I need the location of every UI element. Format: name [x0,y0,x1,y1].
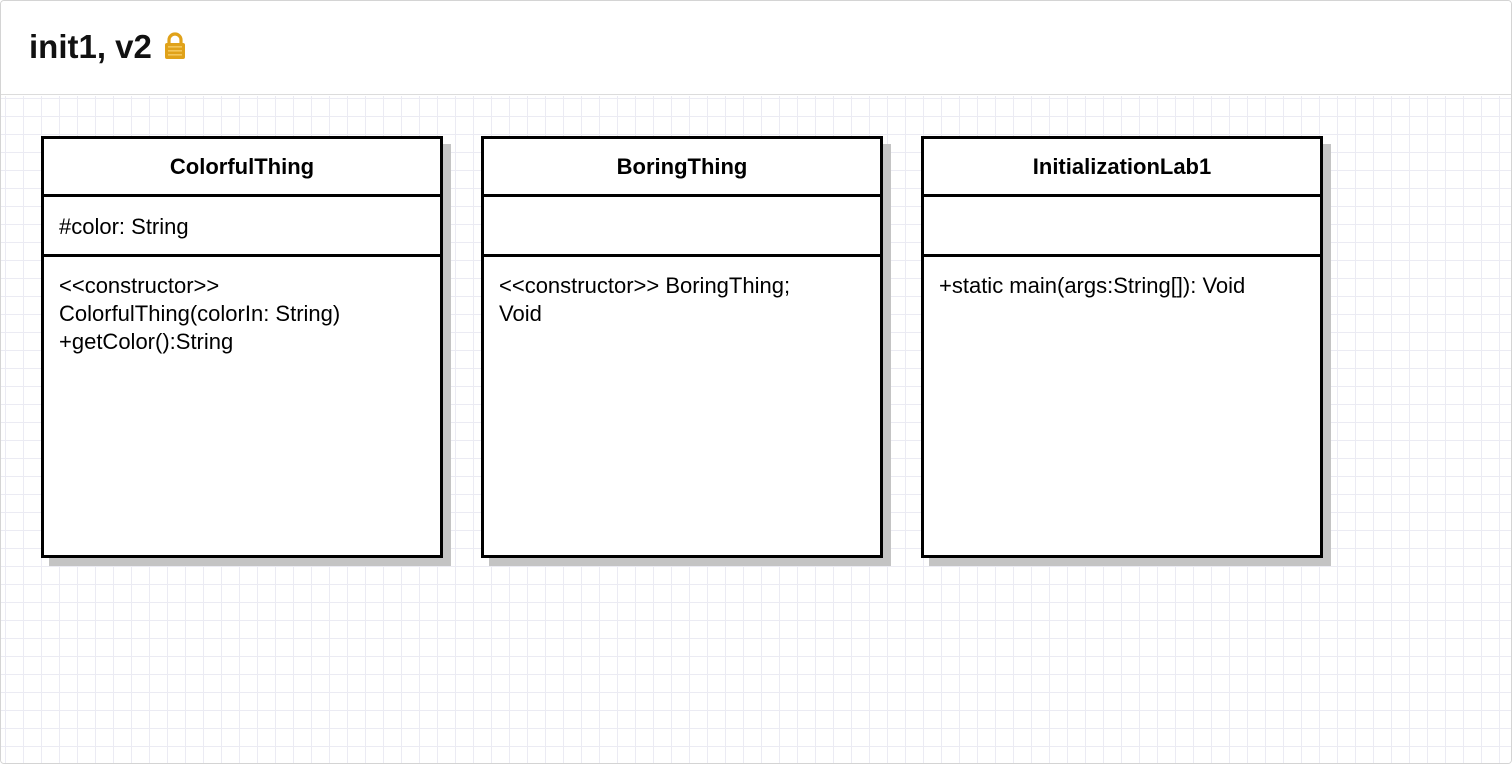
operation-item: +getColor():String [59,329,234,354]
uml-class-initializationlab1[interactable]: InitializationLab1 +static main(args:Str… [921,136,1323,558]
class-name: ColorfulThing [44,139,440,197]
class-operations: <<constructor>> ColorfulThing(colorIn: S… [44,257,440,356]
operation-item: +static main(args:String[]): Void [939,273,1246,298]
class-operations: +static main(args:String[]): Void [924,257,1320,300]
operation-item: <<constructor>> [59,273,220,298]
operation-item: <<constructor>> BoringThing; [499,273,791,298]
class-operations: <<constructor>> BoringThing; Void [484,257,880,328]
uml-class-boringthing[interactable]: BoringThing <<constructor>> BoringThing;… [481,136,883,558]
class-attributes [924,197,1320,257]
class-name: InitializationLab1 [924,139,1320,197]
lock-icon[interactable] [162,31,188,61]
operation-item: ColorfulThing(colorIn: String) [59,301,341,326]
uml-class-colorfulthing[interactable]: ColorfulThing #color: String <<construct… [41,136,443,558]
class-attributes: #color: String [44,197,440,257]
class-name: BoringThing [484,139,880,197]
class-attributes [484,197,880,257]
header: init1, v2 [1,1,1511,95]
title-bar: init1, v2 [29,27,188,67]
diagram-canvas[interactable]: ColorfulThing #color: String <<construct… [1,96,1511,763]
page-title: init1, v2 [29,28,152,65]
attribute-item: #color: String [59,214,189,239]
operation-item: Void [499,301,542,326]
